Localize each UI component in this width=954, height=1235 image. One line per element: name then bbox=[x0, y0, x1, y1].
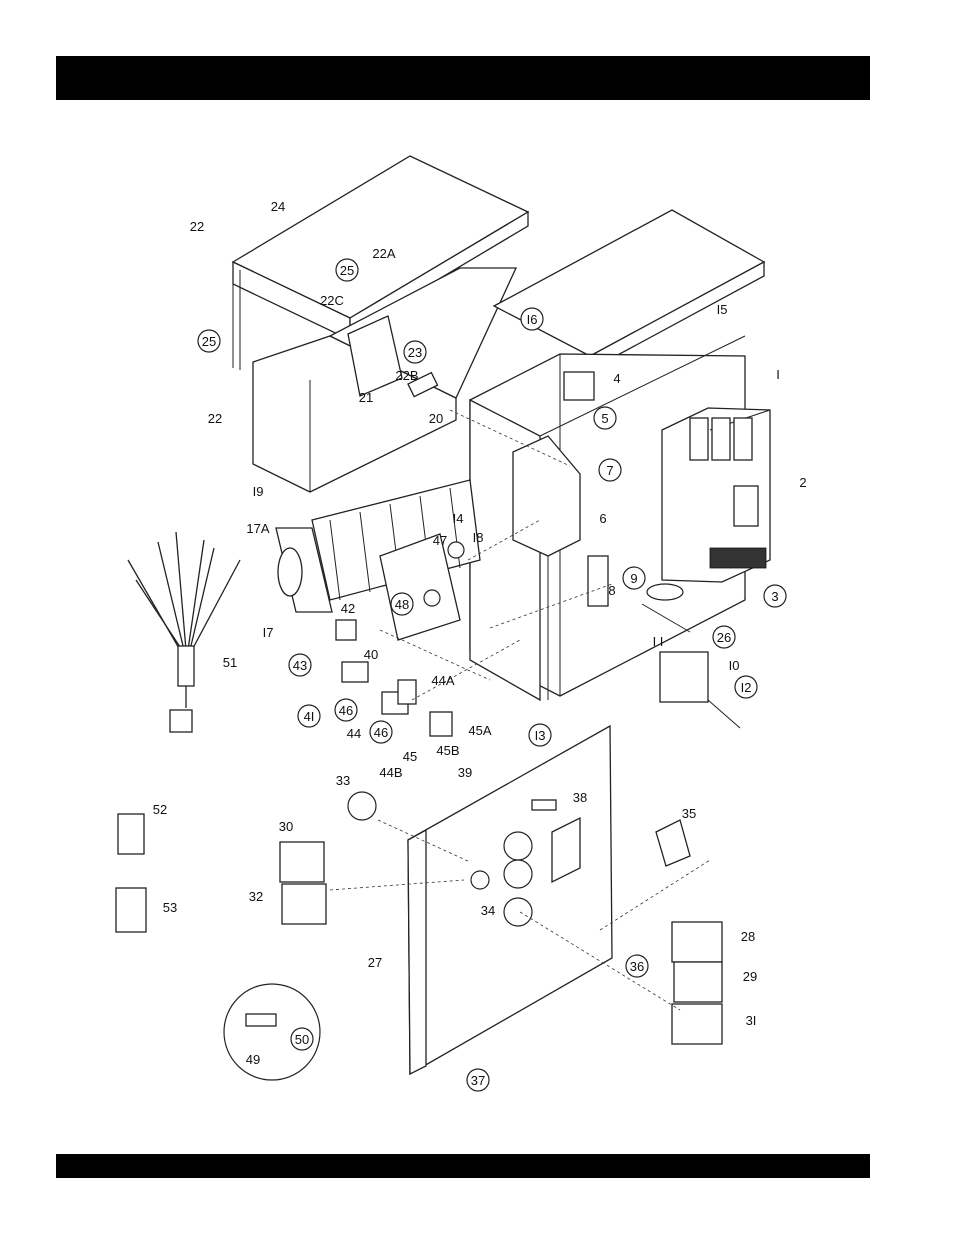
label-36: 36 bbox=[630, 959, 644, 974]
label-33: 33 bbox=[336, 773, 350, 788]
label-23: 23 bbox=[408, 345, 422, 360]
label-45b: 45B bbox=[436, 743, 459, 758]
label-46a: 46 bbox=[339, 703, 353, 718]
label-22-top: 22 bbox=[190, 219, 204, 234]
label-17a: 17A bbox=[246, 521, 269, 536]
label-12: I2 bbox=[741, 680, 752, 695]
label-45a: 45A bbox=[468, 723, 491, 738]
label-51: 51 bbox=[223, 655, 237, 670]
label-20: 20 bbox=[429, 411, 443, 426]
label-28: 28 bbox=[741, 929, 755, 944]
label-48: 48 bbox=[395, 597, 409, 612]
label-17: I7 bbox=[263, 625, 274, 640]
label-22c: 22C bbox=[320, 293, 344, 308]
label-11: I I bbox=[653, 634, 664, 649]
label-7: 7 bbox=[606, 463, 613, 478]
label-43: 43 bbox=[293, 658, 307, 673]
label-13: I3 bbox=[535, 728, 546, 743]
meter-parts bbox=[672, 922, 722, 1044]
circuit-breaker-part bbox=[662, 408, 770, 582]
label-45: 45 bbox=[403, 749, 417, 764]
label-38: 38 bbox=[573, 790, 587, 805]
label-35: 35 bbox=[682, 806, 696, 821]
label-53: 53 bbox=[163, 900, 177, 915]
label-22b: 22B bbox=[395, 368, 418, 383]
label-9: 9 bbox=[630, 571, 637, 586]
label-29: 29 bbox=[743, 969, 757, 984]
label-52: 52 bbox=[153, 802, 167, 817]
label-1: I bbox=[776, 367, 780, 382]
label-15: I5 bbox=[717, 302, 728, 317]
label-22a: 22A bbox=[372, 246, 395, 261]
label-44: 44 bbox=[347, 726, 361, 741]
label-41: 4I bbox=[304, 709, 315, 724]
label-19: I9 bbox=[253, 484, 264, 499]
label-26: 26 bbox=[717, 630, 731, 645]
label-25a: 25 bbox=[340, 263, 354, 278]
label-2: 2 bbox=[799, 475, 806, 490]
label-25b: 25 bbox=[202, 334, 216, 349]
label-44b: 44B bbox=[379, 765, 402, 780]
front-panel-part bbox=[408, 726, 612, 1074]
label-42: 42 bbox=[341, 601, 355, 616]
selector-switch-part bbox=[276, 480, 480, 640]
label-14: I4 bbox=[453, 511, 464, 526]
label-30: 30 bbox=[279, 819, 293, 834]
label-22: 22 bbox=[208, 411, 222, 426]
label-8: 8 bbox=[608, 583, 615, 598]
label-34: 34 bbox=[481, 903, 495, 918]
label-27: 27 bbox=[368, 955, 382, 970]
label-39: 39 bbox=[458, 765, 472, 780]
label-32: 32 bbox=[249, 889, 263, 904]
label-50: 50 bbox=[295, 1032, 309, 1047]
label-10: I0 bbox=[729, 658, 740, 673]
label-37: 37 bbox=[471, 1073, 485, 1088]
wiring-harness-part bbox=[128, 532, 240, 732]
label-6: 6 bbox=[599, 511, 606, 526]
label-44a: 44A bbox=[431, 673, 454, 688]
label-40: 40 bbox=[364, 647, 378, 662]
label-16: I6 bbox=[527, 312, 538, 327]
label-31: 3I bbox=[746, 1013, 757, 1028]
label-3: 3 bbox=[771, 589, 778, 604]
label-5: 5 bbox=[601, 411, 608, 426]
label-21: 21 bbox=[359, 390, 373, 405]
label-18: I8 bbox=[473, 530, 484, 545]
label-4: 4 bbox=[613, 371, 620, 386]
label-46b: 46 bbox=[374, 725, 388, 740]
label-24: 24 bbox=[271, 199, 285, 214]
label-47: 47 bbox=[433, 533, 447, 548]
label-49: 49 bbox=[246, 1052, 260, 1067]
